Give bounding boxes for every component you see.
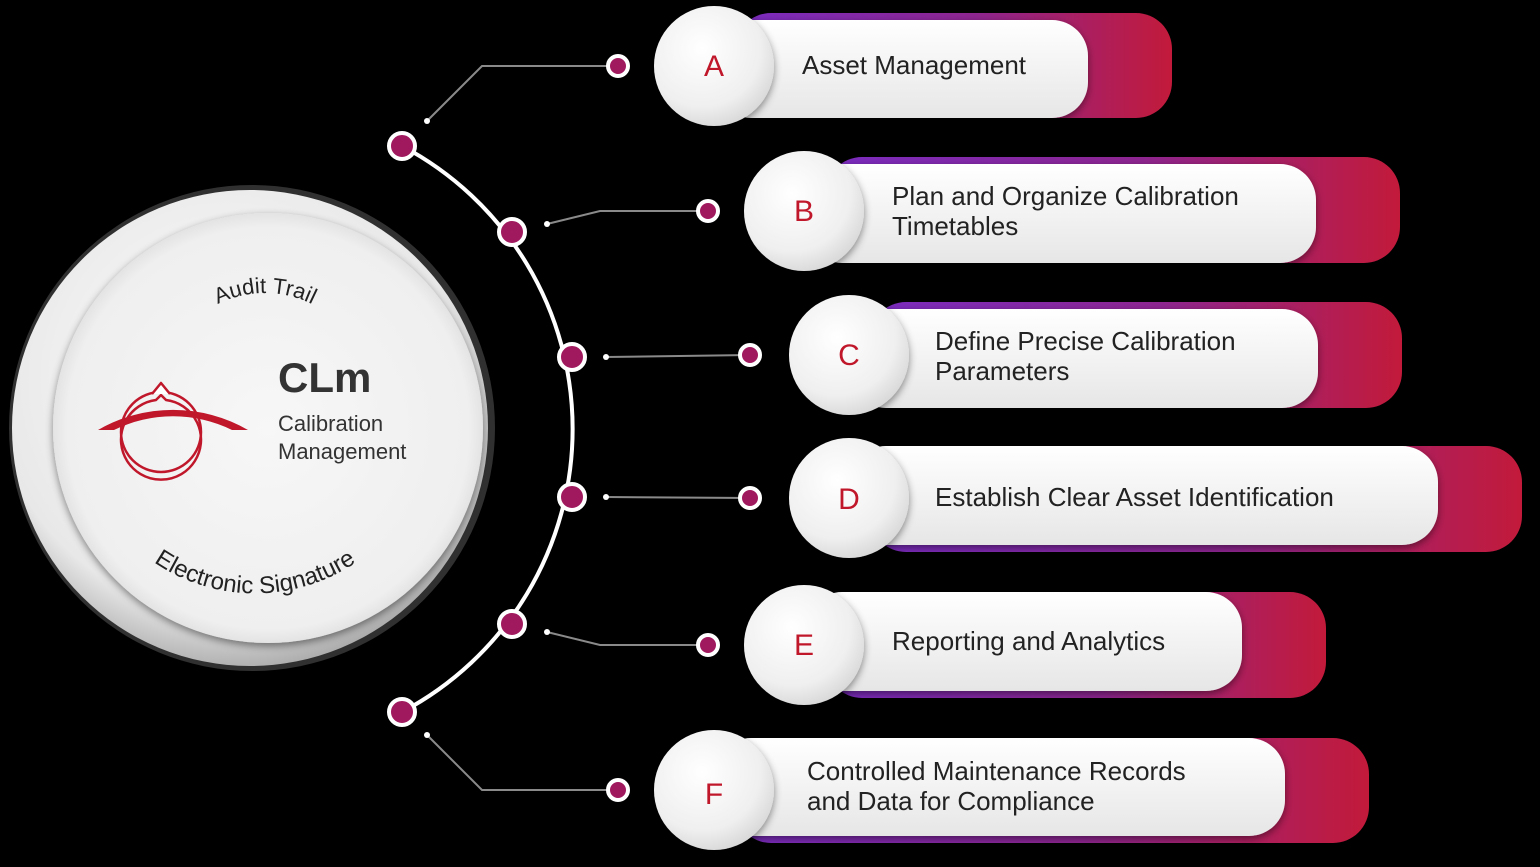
gauge-logo-icon (98, 381, 248, 481)
item-row-a: A Asset Management (387, 6, 1172, 161)
item-letter: C (838, 339, 860, 372)
arc-node (387, 131, 417, 161)
arc-node (557, 342, 587, 372)
item-row-f: F Controlled Maintenance Records and Dat… (387, 697, 1369, 850)
item-letter: B (794, 195, 814, 228)
item-label: Plan and Organize Calibration (892, 181, 1239, 211)
item-letter: D (838, 483, 860, 516)
item-label: Reporting and Analytics (892, 626, 1165, 656)
connector-dot (696, 633, 720, 657)
item-label: Controlled Maintenance Records (807, 756, 1186, 786)
item-letter: F (705, 778, 723, 811)
connector-arc (401, 144, 575, 714)
hub: Audit Trail Electronic Signature CLm Cal… (9, 185, 495, 671)
item-label: Parameters (935, 356, 1069, 386)
item-label: Timetables (892, 211, 1018, 241)
arc-node (387, 697, 417, 727)
item-row-c: C Define Precise Calibration Parameters (557, 295, 1402, 415)
connector-dot (738, 486, 762, 510)
connector-dot (696, 199, 720, 223)
arc-node (497, 609, 527, 639)
item-label: Establish Clear Asset Identification (935, 482, 1334, 512)
item-label: Define Precise Calibration (935, 326, 1236, 356)
item-row-b: B Plan and Organize Calibration Timetabl… (497, 151, 1400, 271)
arc-node (557, 482, 587, 512)
item-row-e: E Reporting and Analytics (497, 585, 1326, 705)
connector-dot (606, 54, 630, 78)
item-label: and Data for Compliance (807, 786, 1095, 816)
arc-node (497, 217, 527, 247)
item-row-d: D Establish Clear Asset Identification (557, 438, 1522, 558)
connector-dot (606, 778, 630, 802)
hub-title: CLm (278, 354, 371, 401)
item-label: Asset Management (802, 50, 1027, 80)
hub-subtitle-line2: Management (278, 439, 406, 464)
item-letter: A (704, 50, 724, 83)
connector-dot (738, 343, 762, 367)
hub-subtitle-line1: Calibration (278, 411, 383, 436)
item-letter: E (794, 629, 814, 662)
